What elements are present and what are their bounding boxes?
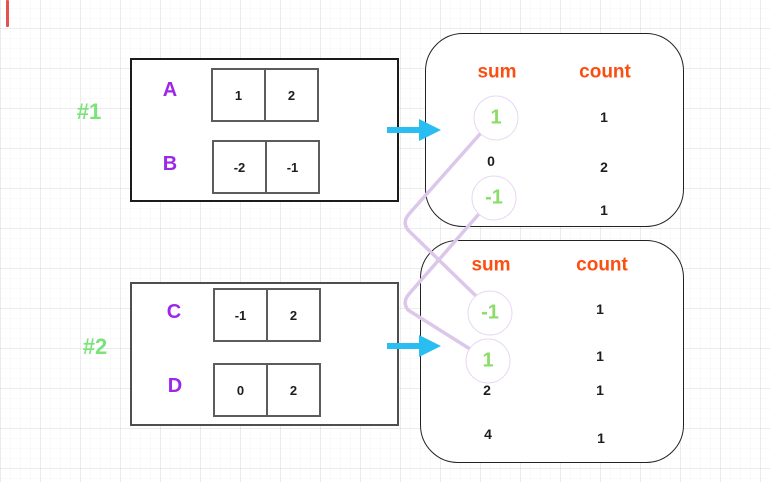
table-2-row-2-sum: 2 xyxy=(483,382,491,398)
array-a-cell-1-value: 2 xyxy=(287,87,296,103)
array-d-cell-1-value: 2 xyxy=(289,382,298,398)
table-2-row-0-count: 1 xyxy=(596,301,604,317)
table-1-sum-header: sum xyxy=(477,61,517,83)
array-a-cell-0: 1 xyxy=(211,68,266,122)
array-d-cell-0-value: 0 xyxy=(236,382,245,398)
table-2-row-1-count: 1 xyxy=(596,348,604,364)
table-2-sum-header: sum xyxy=(471,254,511,276)
array-c-cell-0: -1 xyxy=(213,288,268,342)
table-2-row-3-count: 1 xyxy=(597,430,605,446)
array-b-cell-1-value: -1 xyxy=(286,159,299,175)
table-1-row-0-count: 1 xyxy=(600,109,608,125)
table-2-row-0-sum: -1 xyxy=(481,301,499,324)
array-d-cell-0: 0 xyxy=(213,363,268,417)
array-a-cell-0-value: 1 xyxy=(234,87,243,103)
table-2-count-header: count xyxy=(576,254,628,276)
array-c-cell-1: 2 xyxy=(266,288,321,342)
group-1-label: #1 xyxy=(76,99,102,124)
array-c-name: C xyxy=(166,301,182,323)
table-1-row-2-sum: -1 xyxy=(485,186,503,209)
table-1-count-header: count xyxy=(579,61,631,83)
array-d-cell-1: 2 xyxy=(266,363,321,417)
result-table-2-box xyxy=(420,240,684,463)
table-2-row-1-sum: 1 xyxy=(482,349,494,372)
array-c-cell-0-value: -1 xyxy=(234,307,247,323)
array-b-cell-0: -2 xyxy=(212,140,267,194)
array-b-cells: -2 -1 xyxy=(212,140,320,194)
table-1-row-1-sum: 0 xyxy=(487,153,495,169)
table-1-sum-neg1-circle: -1 xyxy=(471,175,517,221)
array-c-cell-1-value: 2 xyxy=(289,307,298,323)
array-b-cell-0-value: -2 xyxy=(233,159,246,175)
table-1-sum-1-circle: 1 xyxy=(473,95,519,141)
array-b-name: B xyxy=(162,153,178,175)
array-d-name: D xyxy=(167,375,183,397)
result-table-1-box xyxy=(425,33,684,227)
red-margin-mark xyxy=(6,0,9,27)
array-a-cells: 1 2 xyxy=(211,68,319,122)
table-1-row-0-sum: 1 xyxy=(490,106,502,129)
array-a-cell-1: 2 xyxy=(264,68,319,122)
table-1-row-2-count: 1 xyxy=(600,202,608,218)
table-1-row-1-count: 2 xyxy=(600,159,608,175)
table-2-sum-neg1-circle: -1 xyxy=(467,290,513,336)
table-2-sum-1-circle: 1 xyxy=(465,338,511,384)
array-b-cell-1: -1 xyxy=(265,140,320,194)
table-2-row-2-count: 1 xyxy=(596,382,604,398)
array-d-cells: 0 2 xyxy=(213,363,321,417)
table-2-row-3-sum: 4 xyxy=(484,426,492,442)
array-a-name: A xyxy=(162,79,178,101)
group-2-label: #2 xyxy=(82,334,108,359)
array-c-cells: -1 2 xyxy=(213,288,321,342)
